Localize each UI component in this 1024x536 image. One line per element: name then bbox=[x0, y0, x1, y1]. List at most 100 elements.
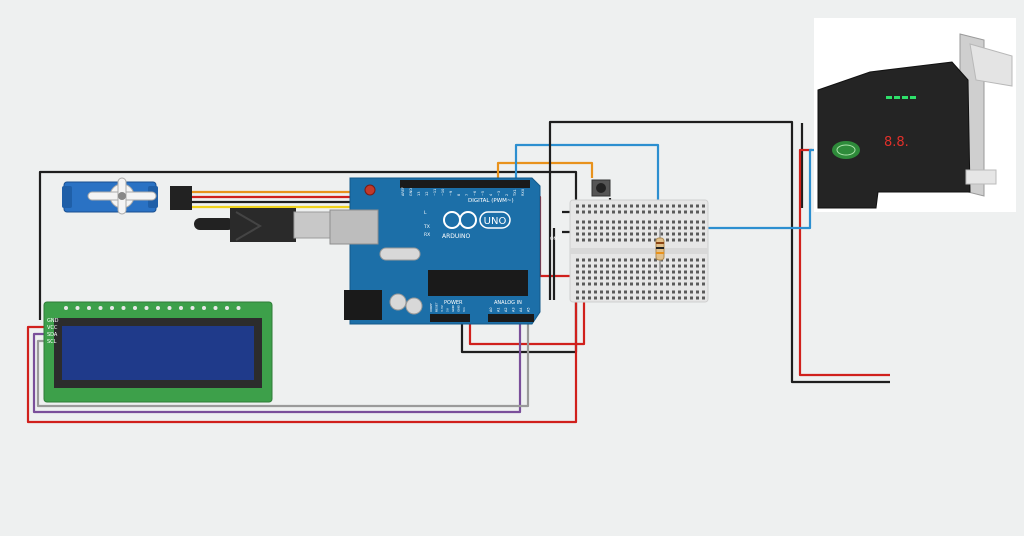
breadboard-hole bbox=[672, 238, 675, 242]
breadboard-hole bbox=[606, 290, 609, 294]
breadboard-hole bbox=[582, 210, 585, 214]
breadboard-hole bbox=[594, 282, 597, 286]
breadboard-hole bbox=[702, 226, 705, 230]
breadboard-hole bbox=[696, 264, 699, 268]
breadboard-hole bbox=[684, 282, 687, 286]
breadboard-hole bbox=[666, 204, 669, 208]
breadboard-hole bbox=[654, 290, 657, 294]
breadboard-hole bbox=[588, 220, 591, 224]
lcd-pin bbox=[236, 306, 241, 310]
breadboard-hole bbox=[648, 204, 651, 208]
breadboard-hole bbox=[600, 276, 603, 280]
breadboard-hole bbox=[642, 258, 645, 262]
breadboard-hole bbox=[588, 282, 591, 286]
breadboard-hole bbox=[624, 296, 627, 300]
breadboard-hole bbox=[702, 276, 705, 280]
wire-red-coin bbox=[798, 148, 890, 377]
breadboard-hole bbox=[594, 276, 597, 280]
breadboard-hole bbox=[636, 204, 639, 208]
breadboard-hole bbox=[678, 226, 681, 230]
breadboard-hole bbox=[660, 220, 663, 224]
breadboard-hole bbox=[690, 290, 693, 294]
analog-label: ANALOG IN bbox=[494, 300, 522, 306]
atmega-chip bbox=[428, 270, 528, 296]
breadboard-hole bbox=[696, 220, 699, 224]
breadboard-hole bbox=[630, 226, 633, 230]
wire-blue-button bbox=[514, 143, 660, 228]
breadboard-hole bbox=[684, 204, 687, 208]
power-jack bbox=[344, 290, 382, 320]
breadboard-hole bbox=[576, 210, 579, 214]
breadboard-hole bbox=[618, 226, 621, 230]
breadboard-hole bbox=[642, 210, 645, 214]
breadboard-hole bbox=[654, 264, 657, 268]
pin-label: GND bbox=[409, 188, 413, 196]
breadboard-hole bbox=[618, 238, 621, 242]
breadboard-hole bbox=[576, 204, 579, 208]
breadboard-hole bbox=[654, 210, 657, 214]
digital-header bbox=[400, 180, 530, 188]
lcd-pin bbox=[121, 306, 126, 310]
breadboard-hole bbox=[666, 290, 669, 294]
breadboard-hole bbox=[612, 276, 615, 280]
coin-acceptor: 8.8. bbox=[814, 18, 1016, 212]
breadboard-hole bbox=[624, 204, 627, 208]
breadboard-hole bbox=[588, 210, 591, 214]
breadboard-hole bbox=[630, 264, 633, 268]
pin-label: 4 bbox=[489, 193, 493, 196]
breadboard-hole bbox=[582, 204, 585, 208]
breadboard-hole bbox=[684, 270, 687, 274]
breadboard-hole bbox=[702, 204, 705, 208]
lcd-pin bbox=[156, 306, 160, 310]
arduino-logo-icon bbox=[443, 211, 477, 229]
breadboard-hole bbox=[612, 226, 615, 230]
breadboard-hole bbox=[624, 264, 627, 268]
breadboard-hole bbox=[654, 232, 657, 236]
breadboard-hole bbox=[648, 290, 651, 294]
breadboard-hole bbox=[624, 232, 627, 236]
breadboard-hole bbox=[666, 296, 669, 300]
breadboard-hole bbox=[642, 290, 645, 294]
coin-reject-lever bbox=[965, 169, 997, 185]
breadboard-hole bbox=[690, 276, 693, 280]
breadboard-hole bbox=[684, 226, 687, 230]
breadboard-hole bbox=[606, 210, 609, 214]
wires bbox=[26, 120, 890, 424]
breadboard-hole bbox=[600, 204, 603, 208]
breadboard-hole bbox=[654, 226, 657, 230]
breadboard-hole bbox=[630, 204, 633, 208]
breadboard-hole bbox=[666, 226, 669, 230]
breadboard-hole bbox=[618, 264, 621, 268]
breadboard-hole bbox=[600, 232, 603, 236]
breadboard-hole bbox=[654, 238, 657, 242]
breadboard-hole bbox=[618, 210, 621, 214]
breadboard-hole bbox=[702, 258, 705, 262]
breadboard-hole bbox=[684, 276, 687, 280]
breadboard-hole bbox=[588, 232, 591, 236]
lcd-pin bbox=[213, 306, 218, 310]
breadboard-hole bbox=[684, 264, 687, 268]
breadboard-holes bbox=[576, 204, 705, 300]
breadboard-hole bbox=[660, 204, 663, 208]
breadboard-hole bbox=[630, 270, 633, 274]
analog-header bbox=[488, 314, 534, 322]
pin-label: GND bbox=[457, 304, 461, 312]
breadboard-hole bbox=[702, 220, 705, 224]
breadboard-hole bbox=[576, 276, 579, 280]
breadboard-hole bbox=[582, 276, 585, 280]
breadboard-hole bbox=[594, 238, 597, 242]
coin-acceptor-display: 8.8. bbox=[884, 135, 909, 150]
lcd-pin bbox=[75, 306, 80, 310]
breadboard-hole bbox=[576, 282, 579, 286]
push-button bbox=[591, 179, 611, 197]
breadboard-hole bbox=[642, 264, 645, 268]
breadboard-hole bbox=[678, 282, 681, 286]
breadboard-hole bbox=[576, 226, 579, 230]
breadboard-hole bbox=[660, 232, 663, 236]
breadboard-hole bbox=[642, 226, 645, 230]
breadboard-hole bbox=[702, 264, 705, 268]
breadboard-hole bbox=[648, 232, 651, 236]
breadboard-hole bbox=[600, 264, 603, 268]
